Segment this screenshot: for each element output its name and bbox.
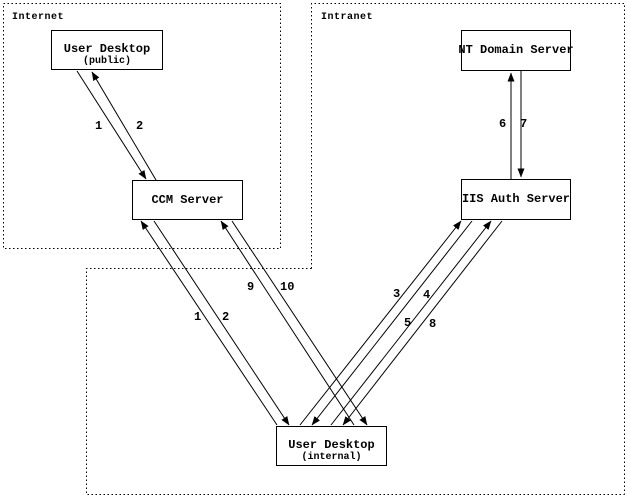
node-title: NT Domain Server bbox=[458, 43, 574, 57]
arrow-2-ccm-to-public-desktop bbox=[91, 71, 157, 181]
node-subtitle: (internal) bbox=[301, 452, 362, 463]
internet-zone-label: Internet bbox=[12, 12, 65, 23]
arrow-4-iis-to-internal-desktop bbox=[311, 220, 473, 426]
arrow-label-8-iis-internal: 8 bbox=[429, 317, 437, 331]
arrow-label-2-ccm-public: 2 bbox=[136, 119, 144, 133]
intranet-zone-label: Intranet bbox=[321, 12, 374, 23]
arrow-label-4-iis-internal: 4 bbox=[423, 288, 431, 302]
node-nt-domain-server: NT Domain Server bbox=[458, 30, 574, 71]
node-iis-auth-server: IIS Auth Server bbox=[461, 179, 571, 220]
arrow-label-9-internal-ccm: 9 bbox=[247, 280, 255, 294]
arrow-label-5-internal-iis: 5 bbox=[404, 316, 412, 330]
arrow-label-1-internal-ccm: 1 bbox=[194, 310, 202, 324]
node-title: User Desktop bbox=[63, 42, 151, 56]
intranet-zone-border bbox=[311, 3, 625, 495]
arrow-label-1-public-ccm: 1 bbox=[95, 119, 103, 133]
arrow-label-3-internal-iis: 3 bbox=[393, 287, 401, 301]
node-user-desktop-public: User Desktop (public) bbox=[51, 30, 163, 70]
arrow-8-iis-to-internal-desktop bbox=[342, 220, 503, 426]
arrow-label-2-ccm-internal: 2 bbox=[222, 310, 230, 324]
arrow-label-10-ccm-internal: 10 bbox=[280, 280, 295, 294]
node-ccm-server: CCM Server bbox=[132, 180, 243, 220]
arrow-9-internal-desktop-to-ccm bbox=[220, 220, 355, 426]
arrow-5-internal-desktop-to-iis bbox=[330, 220, 492, 426]
arrow-3-internal-desktop-to-iis bbox=[299, 220, 462, 426]
node-subtitle: (public) bbox=[82, 56, 131, 67]
arrow-10-ccm-to-internal-desktop bbox=[231, 220, 368, 426]
node-title: IIS Auth Server bbox=[461, 192, 571, 206]
arrow-label-6-iis-nt: 6 bbox=[499, 117, 507, 131]
node-user-desktop-internal: User Desktop (internal) bbox=[276, 426, 387, 466]
arrow-1-public-desktop-to-ccm bbox=[76, 70, 147, 180]
node-title: User Desktop bbox=[288, 438, 375, 452]
arrow-label-7-nt-iis: 7 bbox=[520, 117, 528, 131]
arrow-1-internal-desktop-to-ccm bbox=[140, 220, 278, 426]
internal-zone-border bbox=[86, 268, 625, 495]
internet-zone-border bbox=[3, 3, 281, 249]
node-title: CCM Server bbox=[151, 192, 224, 207]
arrow-2-ccm-to-internal-desktop bbox=[153, 220, 290, 426]
